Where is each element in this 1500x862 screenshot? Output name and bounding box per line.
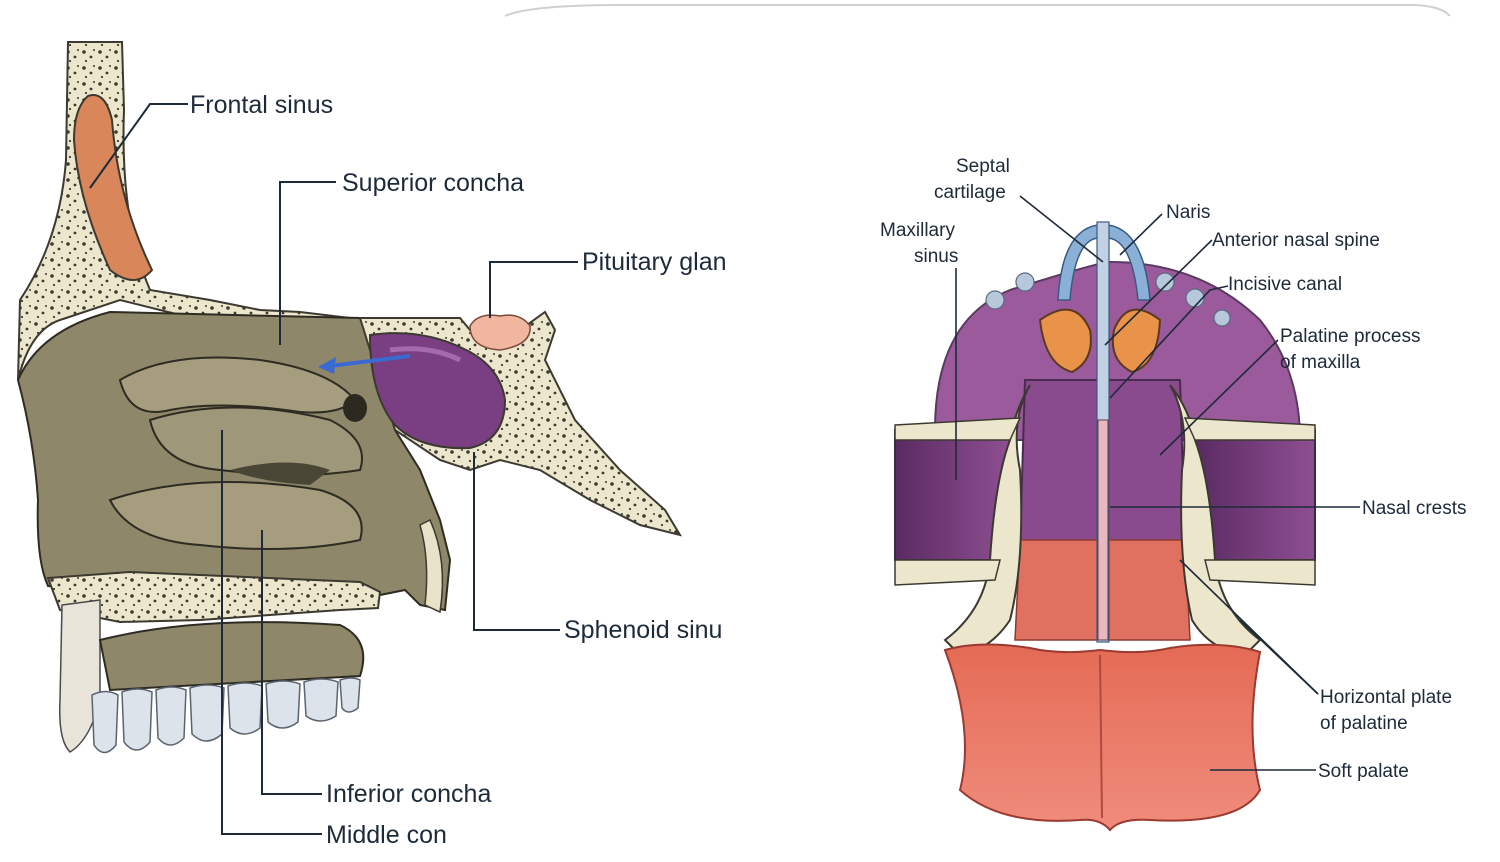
label-septal-cartilage-line2: cartilage	[934, 182, 1006, 203]
zygomatic-bar-right	[1183, 417, 1316, 441]
label-maxillary-sinus-line2: sinus	[914, 246, 958, 267]
label-horizontal-plate-line1: Horizontal plate	[1320, 687, 1452, 708]
middle-meatus-shadow	[230, 462, 330, 485]
left-sagittal-figure	[16, 41, 683, 754]
zygomatic-bar-left	[894, 417, 1022, 441]
incisive-region-left	[1038, 308, 1092, 374]
label-incisive-canal: Incisive canal	[1228, 274, 1342, 295]
frontal-sinus-shape	[72, 94, 154, 281]
naris-loop-right	[1107, 224, 1151, 301]
label-maxillary-sinus-line1: Maxillary	[880, 220, 955, 241]
flow-arrow	[329, 354, 411, 368]
lower-bar-right	[1204, 559, 1316, 586]
label-septal-cartilage-line1: Septal	[956, 156, 1010, 177]
left-leader-lines	[89, 103, 578, 835]
label-anterior-nasal-spine: Anterior nasal spine	[1212, 230, 1380, 251]
flow-arrow-head	[318, 357, 336, 374]
middle-concha-shape	[148, 406, 363, 476]
label-pituitary-gland: Pituitary glan	[582, 248, 727, 276]
right-labels: Septal cartilage Maxillary sinus Naris A…	[880, 156, 1467, 782]
pterygoid-plate	[419, 518, 444, 614]
lower-bar-left	[894, 559, 1001, 586]
oral-surface	[98, 621, 365, 692]
label-palatine-process-line1: Palatine process	[1280, 326, 1420, 347]
label-superior-concha: Superior concha	[342, 169, 524, 197]
pituitary-gland-shape	[469, 314, 531, 351]
label-nasal-crests: Nasal crests	[1362, 498, 1467, 519]
label-soft-palate: Soft palate	[1318, 761, 1409, 782]
naris-loop-left	[1057, 224, 1099, 301]
label-horizontal-plate-line2: of palatine	[1320, 713, 1408, 734]
left-labels: Frontal sinus Superior concha Pituitary …	[190, 91, 727, 849]
inferior-concha-shape	[108, 481, 363, 550]
top-arc	[504, 4, 1451, 17]
sphenoid-sinus-shape	[368, 332, 507, 450]
right-leader-lines	[955, 195, 1360, 771]
label-naris: Naris	[1166, 202, 1210, 223]
label-middle-concha: Middle con	[326, 821, 447, 849]
dome-bumps	[985, 272, 1231, 327]
soft-palate-shape	[943, 643, 1262, 832]
uvula-cleft	[1099, 654, 1103, 819]
nasal-crest-strip	[1097, 419, 1109, 641]
meatus-opening	[343, 394, 367, 422]
sphenoid-sinus-highlight	[389, 346, 462, 363]
right-palate-figure	[894, 221, 1316, 832]
label-sphenoid-sinus: Sphenoid sinu	[564, 616, 722, 644]
label-frontal-sinus: Frontal sinus	[190, 91, 333, 119]
label-palatine-process-line2: of maxilla	[1280, 352, 1361, 373]
label-inferior-concha: Inferior concha	[326, 780, 491, 808]
teeth-row	[91, 677, 361, 754]
